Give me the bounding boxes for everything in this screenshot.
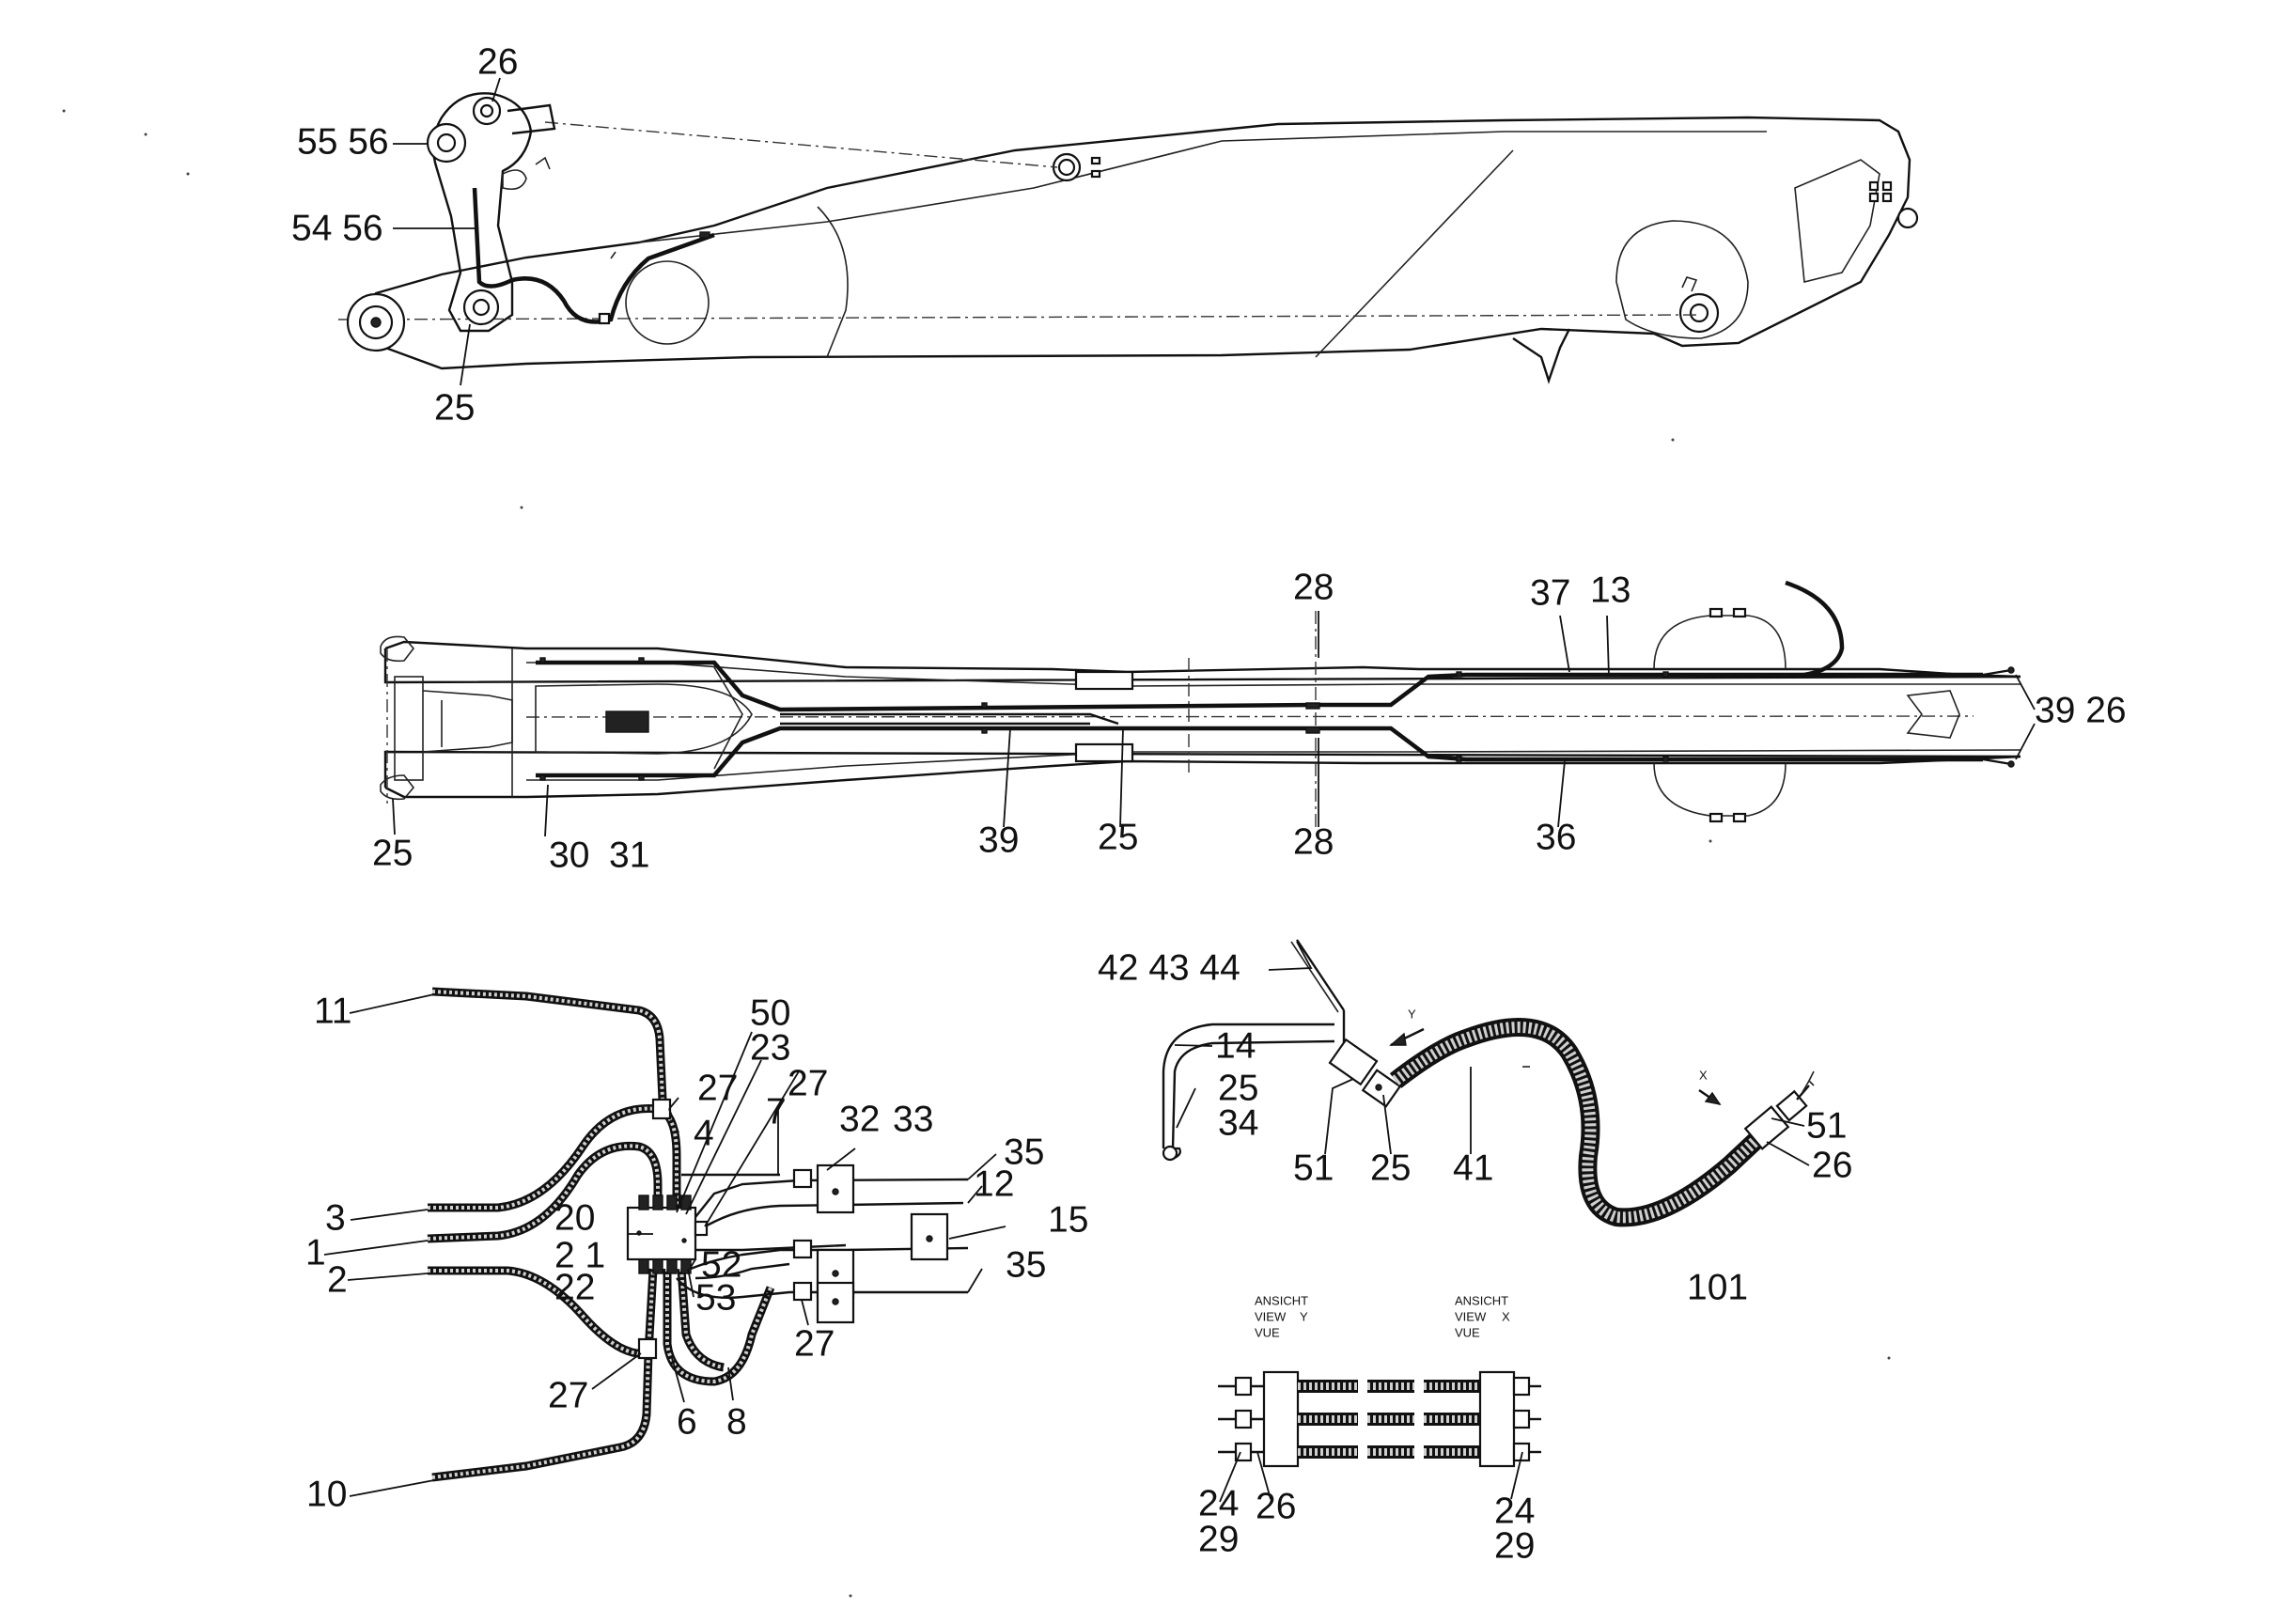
label-20: 20 [554,1197,595,1238]
label-25-top: 25 [434,387,475,428]
figure-number: 101 [1687,1267,1748,1307]
label-12: 12 [974,1163,1014,1204]
label-25-plan-mid: 25 [1098,817,1138,857]
view-x-caption-1: ANSICHT [1455,1293,1508,1307]
label-41: 41 [1453,1148,1493,1188]
label-10: 10 [306,1474,347,1514]
hose-assembly: Y X [1162,939,1815,1227]
label-36: 36 [1536,817,1576,857]
label-14: 14 [1215,1025,1256,1066]
label-24-right: 24 [1494,1491,1535,1531]
view-y-caption-1: ANSICHT [1255,1293,1308,1307]
label-8: 8 [726,1401,747,1442]
label-25-hose-b: 25 [1370,1148,1411,1188]
label-33: 33 [893,1099,933,1139]
boom-side-view [337,92,1919,384]
label-23: 23 [750,1027,790,1068]
label-34: 34 [1218,1102,1258,1143]
view-y-caption-3: VUE [1255,1325,1280,1339]
label-37: 37 [1530,572,1570,613]
arrow-y-letter: Y [1408,1007,1416,1021]
label-2: 2 [327,1259,348,1300]
label-27-a: 27 [697,1068,738,1108]
boom-outline [355,116,1911,370]
label-27-d: 27 [548,1375,588,1415]
label-6: 6 [677,1401,697,1442]
label-50: 50 [750,992,790,1033]
label-53: 53 [695,1277,736,1318]
label-39-26: 39 26 [2035,690,2127,730]
label-27-b: 27 [788,1063,828,1103]
arrow-x-letter: X [1699,1068,1708,1082]
part-labels: 26 55 56 54 56 25 28 37 13 39 26 25 30 3… [291,41,2127,1566]
label-52: 52 [701,1244,741,1285]
view-x-caption-3: VUE [1455,1325,1480,1339]
label-42-43-44: 42 43 44 [1098,947,1240,988]
view-y-caption-2: VIEW [1255,1309,1287,1323]
label-7: 7 [766,1091,787,1132]
label-15: 15 [1048,1199,1088,1240]
label-30: 30 [549,835,589,875]
label-22: 22 [554,1267,595,1307]
label-55-56: 55 56 [297,121,389,162]
label-26-view: 26 [1256,1486,1296,1526]
label-24-left: 24 [1198,1483,1239,1523]
scan-specks [62,109,1891,1598]
view-y-letter: Y [1300,1309,1308,1323]
valve-group [427,987,969,1482]
label-29-left: 29 [1198,1519,1239,1559]
view-details: ANSICHT VIEW VUE Y ANSICHT VIEW VUE X [1218,1293,1541,1468]
label-39-plan: 39 [978,820,1019,860]
label-28-upper: 28 [1293,567,1334,607]
label-25-hose-a: 25 [1218,1068,1258,1108]
label-3: 3 [325,1197,346,1238]
label-21: 2 1 [554,1235,605,1275]
label-11: 11 [314,991,352,1031]
label-26-top: 26 [477,41,518,82]
label-28-lower: 28 [1293,821,1334,862]
label-4: 4 [694,1113,714,1153]
label-1: 1 [305,1232,326,1273]
boom-plan-view [380,580,2021,827]
label-26-hose: 26 [1812,1145,1852,1185]
label-31: 31 [609,835,649,875]
label-51-right: 51 [1806,1105,1847,1146]
label-13: 13 [1590,570,1630,610]
view-x-caption-2: VIEW [1455,1309,1487,1323]
linkage-lever [431,92,533,333]
label-27-c: 27 [794,1323,835,1364]
label-32: 32 [839,1099,880,1139]
label-29-right: 29 [1494,1525,1535,1566]
label-35-lower: 35 [1006,1244,1046,1285]
label-51-left: 51 [1293,1148,1334,1188]
label-35-upper: 35 [1004,1132,1044,1172]
label-25-plan-left: 25 [372,833,413,873]
leader-lines [323,77,2036,1503]
label-54-56: 54 56 [291,208,383,248]
view-x-letter: X [1502,1309,1510,1323]
